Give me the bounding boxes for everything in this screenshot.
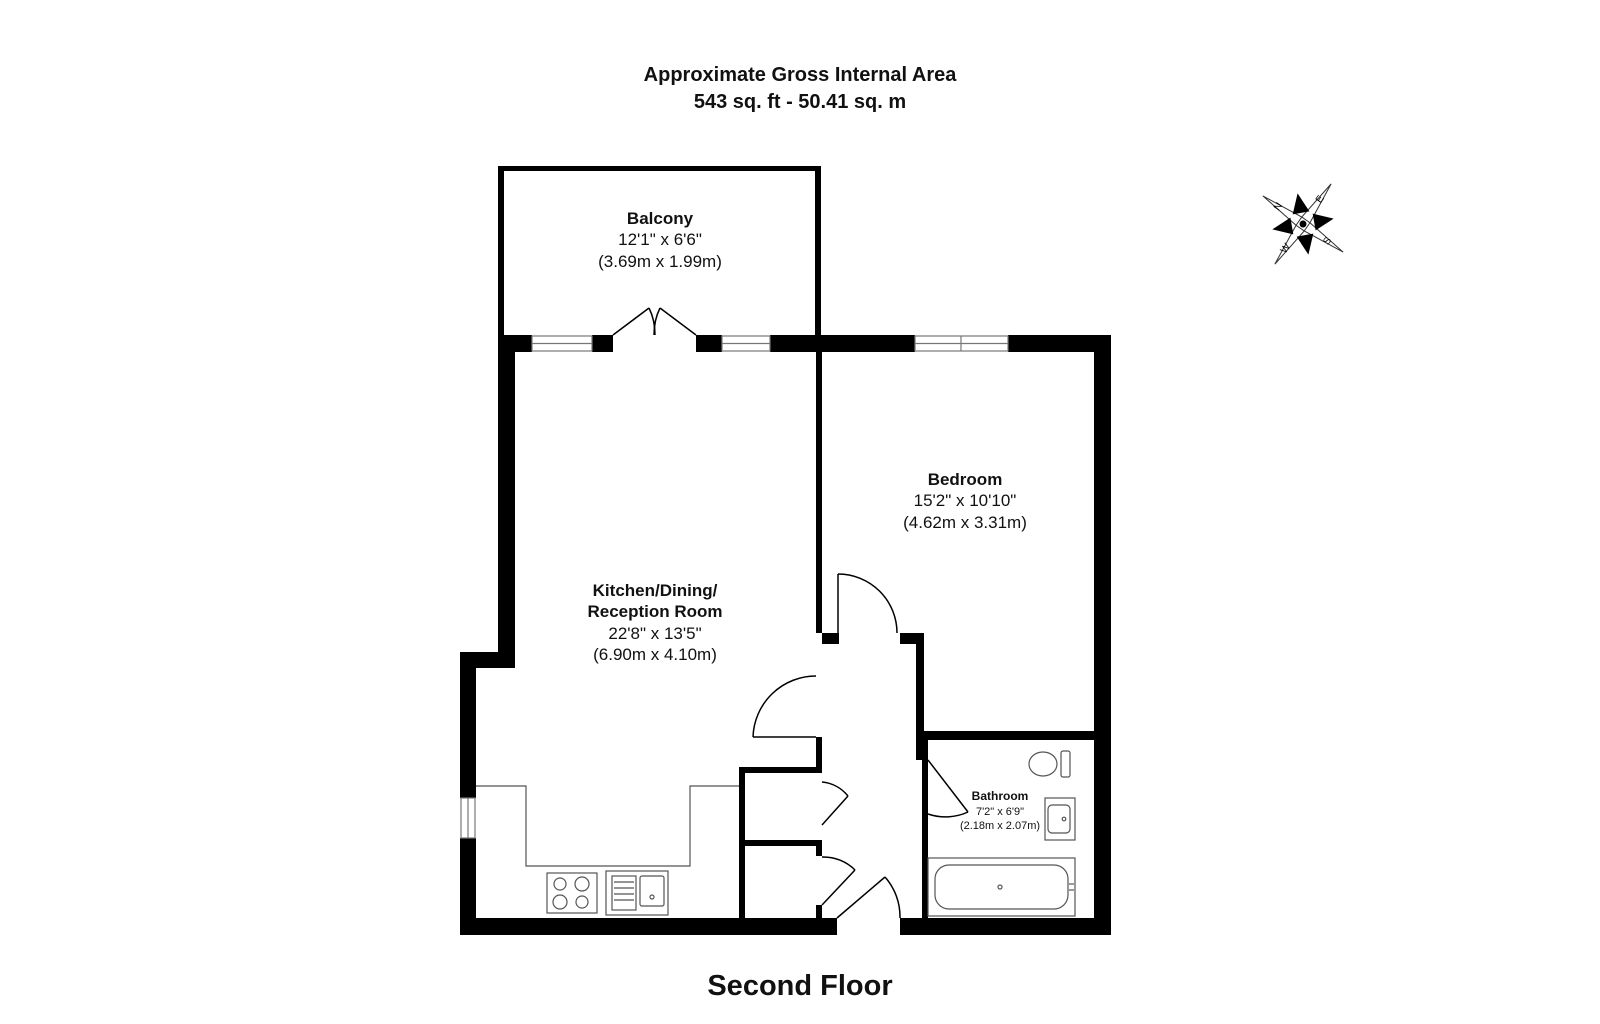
basin-icon (1044, 797, 1076, 841)
room-imperial: 22'8" x 13'5" (608, 623, 702, 643)
room-bathroom-label: Bathroom 7'2" x 6'9" (2.18m x 2.07m) (935, 789, 1065, 833)
room-imperial: 12'1" x 6'6" (618, 230, 702, 250)
room-metric: (3.69m x 1.99m) (598, 251, 722, 271)
bathroom-fittings (927, 750, 1076, 917)
room-kitchen-label: Kitchen/Dining/ Reception Room 22'8" x 1… (540, 580, 770, 665)
room-name: Bedroom (927, 470, 1003, 489)
room-balcony-label: Balcony 12'1" x 6'6" (3.69m x 1.99m) (560, 208, 760, 272)
room-name-line1: Kitchen/Dining/ (592, 581, 718, 600)
bath-icon (927, 857, 1076, 917)
walls (460, 166, 1111, 935)
room-name: Bathroom (971, 789, 1029, 803)
room-bedroom-label: Bedroom 15'2" x 10'10" (4.62m x 3.31m) (860, 469, 1070, 533)
floor-label: Second Floor (707, 970, 893, 1002)
gross-area: 543 sq. ft - 50.41 sq. m (693, 91, 907, 113)
hob-icon (546, 872, 598, 914)
windows (460, 335, 1009, 839)
compass-rose-icon: N S E W (1262, 183, 1344, 265)
room-name-line2: Reception Room (587, 602, 723, 622)
doors (612, 307, 969, 919)
sink-icon (605, 870, 669, 916)
kitchen-fittings (476, 785, 739, 916)
room-metric: (6.90m x 4.10m) (593, 644, 717, 664)
room-imperial: 7'2" x 6'9" (975, 805, 1025, 818)
toilet-icon (1028, 750, 1071, 778)
room-metric: (2.18m x 2.07m) (959, 819, 1041, 832)
room-metric: (4.62m x 3.31m) (903, 512, 1027, 532)
plan-title: Approximate Gross Internal Area (643, 64, 957, 86)
room-name: Balcony (626, 209, 694, 228)
room-imperial: 15'2" x 10'10" (913, 491, 1017, 511)
